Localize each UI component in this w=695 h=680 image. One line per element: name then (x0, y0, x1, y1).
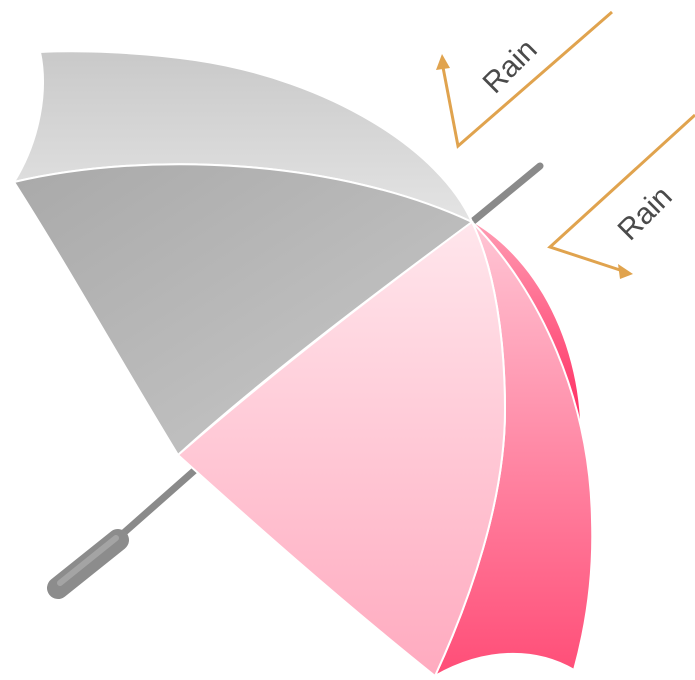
rain-arrow-lower (550, 115, 695, 279)
umbrella-shaft-upper (472, 166, 540, 222)
umbrella-handle (58, 538, 118, 588)
rain-label-upper: Rain (477, 33, 544, 100)
rain-arrow-upper (436, 12, 612, 146)
rain-label-lower: Rain (612, 180, 679, 247)
